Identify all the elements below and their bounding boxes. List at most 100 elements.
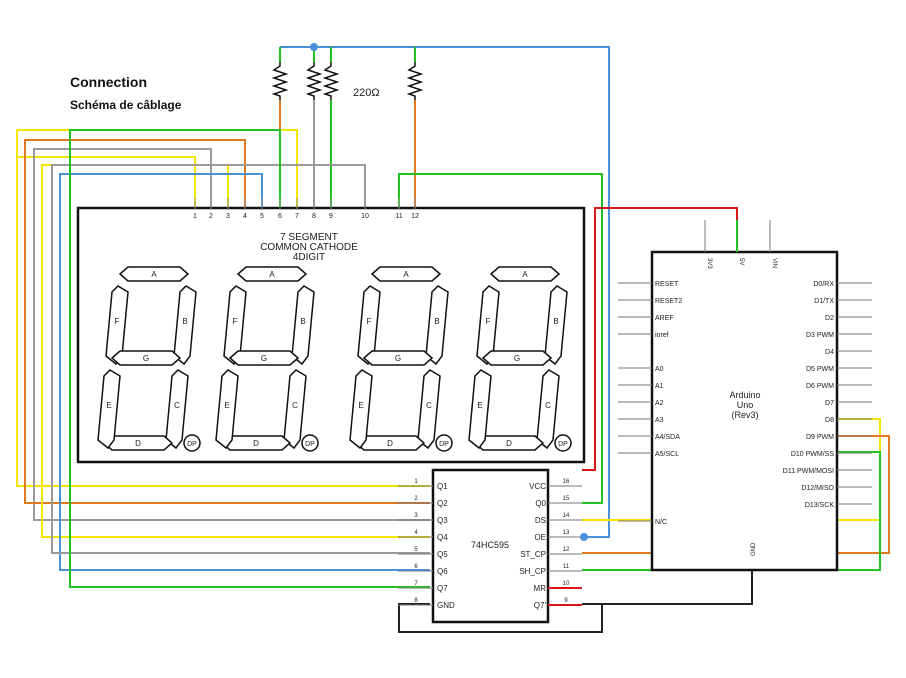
chip-pin-number: 14 xyxy=(563,513,570,519)
shift-register-name: 74HC595 xyxy=(471,540,509,550)
arduino-uno-board xyxy=(650,250,839,572)
wire-q0 xyxy=(398,173,603,504)
segment-label: G xyxy=(143,354,149,363)
segment-label: C xyxy=(426,401,432,410)
display-pin-number: 9 xyxy=(329,213,333,220)
chip-pin-number: 5 xyxy=(414,547,418,553)
chip-pin-number: 1 xyxy=(414,479,418,485)
display-pin-number: 7 xyxy=(295,213,299,220)
resistor xyxy=(305,62,323,100)
display-pin-number: 11 xyxy=(395,213,402,220)
segment-label: B xyxy=(553,317,558,326)
chip-pin-number: 11 xyxy=(563,564,570,570)
display-title: 7 SEGMENT xyxy=(280,232,338,243)
wire-q4 xyxy=(41,164,430,538)
chip-pin-number: 15 xyxy=(563,496,570,502)
chip-pin-number: 16 xyxy=(563,479,570,485)
chip-pin-number: 12 xyxy=(563,547,570,553)
arduino-pin-label: D10 PWM/SS xyxy=(791,451,835,458)
chip-pin-label: Q7' xyxy=(534,601,547,610)
segment xyxy=(536,369,560,450)
segment xyxy=(362,350,434,366)
chip-pin-label: OE xyxy=(534,533,546,542)
wire-gnd xyxy=(398,603,603,633)
segment-label: B xyxy=(434,317,439,326)
display-pin-number: 8 xyxy=(312,213,316,220)
arduino-pin-label: N/C xyxy=(655,519,667,526)
segment xyxy=(283,369,307,450)
display-pin-number: 4 xyxy=(243,213,247,220)
chip-pin-label: GND xyxy=(437,601,455,610)
chip-pin-number: 8 xyxy=(414,598,418,604)
chip-pin-label: Q6 xyxy=(437,567,448,576)
arduino-gnd-label: GND xyxy=(751,542,757,556)
chip-pin-number: 13 xyxy=(563,530,570,536)
display-pin-number: 3 xyxy=(226,213,230,220)
segment-label: F xyxy=(486,317,491,326)
chip-pin-label: SH_CP xyxy=(519,567,546,576)
chip-pin-label: MR xyxy=(534,584,547,593)
arduino-pin-label: AREF xyxy=(655,315,674,322)
chip-pin-label: ST_CP xyxy=(520,550,546,559)
arduino-pin-label: A2 xyxy=(655,400,664,407)
chip-pin-label: Q2 xyxy=(437,499,448,508)
wire-gnd-arduino xyxy=(602,570,753,605)
arduino-pin-label: D4 xyxy=(825,349,834,356)
segment-label: G xyxy=(514,354,520,363)
arduino-pin-label: RESET xyxy=(655,281,679,288)
resistor xyxy=(271,62,289,100)
segment-label: B xyxy=(300,317,305,326)
resistor xyxy=(406,62,424,100)
arduino-pin-label: D13/SCK xyxy=(805,502,835,509)
segment-label: C xyxy=(174,401,180,410)
resistor xyxy=(322,62,340,100)
arduino-pin-label: 3V3 xyxy=(706,258,712,269)
display-pin-number: 12 xyxy=(411,213,419,220)
segment-label: A xyxy=(522,270,528,279)
chip-pin-label: Q5 xyxy=(437,550,448,559)
arduino-pin-label: 5V xyxy=(738,258,744,265)
arduino-pin-label: D6 PWM xyxy=(806,383,834,390)
decimal-point xyxy=(301,434,319,452)
arduino-pin-label: A0 xyxy=(655,366,664,373)
segment xyxy=(417,369,441,450)
segment-label: F xyxy=(115,317,120,326)
resistor-value-label: 220Ω xyxy=(353,87,380,99)
display-pin-number: 5 xyxy=(260,213,264,220)
segment xyxy=(489,266,561,282)
display-pin-number: 10 xyxy=(361,213,369,220)
arduino-pin-label: A3 xyxy=(655,417,664,424)
chip-pin-label: Q4 xyxy=(437,533,448,542)
chip-pin-number: 2 xyxy=(414,496,418,502)
display-pin-number: 2 xyxy=(209,213,213,220)
wire-q6 xyxy=(59,173,430,571)
segment xyxy=(165,369,189,450)
junction-dot xyxy=(580,533,588,541)
segment-label: A xyxy=(151,270,157,279)
segment-label: D xyxy=(253,439,259,448)
segment-label: E xyxy=(477,401,482,410)
chip-pin-label: Q0 xyxy=(535,499,546,508)
segment xyxy=(481,350,553,366)
chip-pin-number: 3 xyxy=(414,513,418,519)
page-title: Connection xyxy=(70,74,147,90)
wire-q5 xyxy=(51,164,430,554)
dp-label: DP xyxy=(558,441,568,448)
segment xyxy=(223,285,247,366)
wire-vcc xyxy=(582,208,596,471)
segment-label: A xyxy=(269,270,275,279)
chip-pin-number: 6 xyxy=(414,564,418,570)
wire-q2 xyxy=(24,139,430,504)
display-title: 4DIGIT xyxy=(293,252,325,263)
display-title: COMMON CATHODE xyxy=(260,242,358,253)
segment-label: C xyxy=(292,401,298,410)
segment xyxy=(173,285,197,366)
chip-pin-label: Q3 xyxy=(437,516,448,525)
arduino-pin-label: D3 PWM xyxy=(806,332,834,339)
arduino-name: (Rev3) xyxy=(731,410,758,420)
shift-register-chip xyxy=(431,468,550,624)
wire-q3 xyxy=(33,148,430,521)
arduino-pin-label: A5/SCL xyxy=(655,451,679,458)
segment xyxy=(110,350,182,366)
